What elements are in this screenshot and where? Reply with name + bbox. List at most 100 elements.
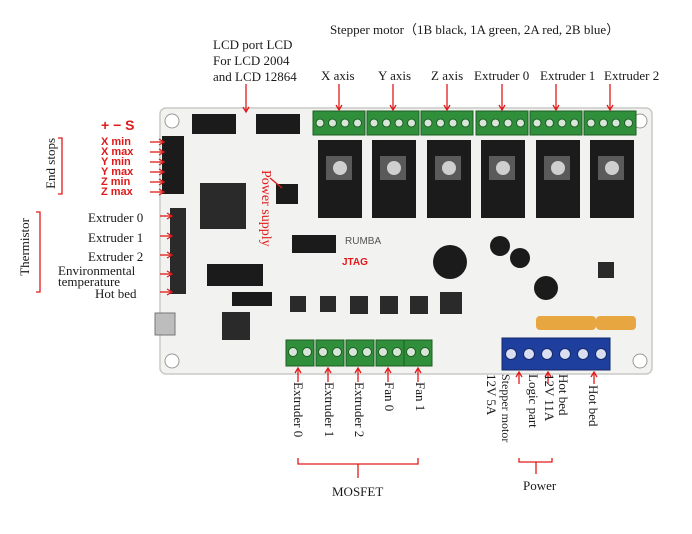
mosfet-terminal-3 <box>375 339 405 367</box>
stepper-terminals <box>312 110 637 136</box>
endstop-y-max: Y max <box>101 166 134 178</box>
stepper-arrow-3 <box>498 104 506 112</box>
stepper-arrow-2 <box>443 104 451 112</box>
stepper-axis-e0: Extruder 0 <box>474 68 530 83</box>
leader-lines <box>36 84 614 478</box>
power-arrow-0 <box>515 370 523 378</box>
thermistor-extruder-2: Extruder 2 <box>88 249 144 264</box>
mount-hole-tl <box>164 113 180 129</box>
mosfet-arrow-1 <box>324 366 332 374</box>
mosfet-5 <box>410 296 428 314</box>
rumba-label: RUMBA <box>345 236 382 247</box>
mosfet-terminal-2 <box>345 339 375 367</box>
pcb-board <box>159 107 653 375</box>
mosfet-1 <box>290 296 306 312</box>
thermistor-environmental: Environmental <box>58 263 136 278</box>
endstop-x-min: X min <box>101 136 131 148</box>
lcd-header-exp1 <box>192 114 236 134</box>
endstop-x-max: X max <box>101 146 134 158</box>
jtag-label: JTAG <box>342 257 368 268</box>
lcd-arrow <box>242 106 250 114</box>
usb-chip <box>222 312 250 340</box>
pin-header-label: + − S <box>101 117 135 133</box>
stepper-terminal-1 <box>366 110 420 136</box>
power-hot-bed-upper: Hot bed <box>556 374 571 416</box>
endstop-header <box>162 136 184 194</box>
thermistor-extruder-1: Extruder 1 <box>88 230 144 245</box>
mosfet-arrow-4 <box>414 366 422 374</box>
stepper-driver-5 <box>590 140 634 218</box>
stepper-terminal-0 <box>312 110 366 136</box>
mosfet-bracket <box>297 458 419 465</box>
thermistor-bracket <box>36 211 41 293</box>
power-supply-jumper <box>276 184 298 204</box>
thermistor-arrow-3 <box>166 270 174 278</box>
thermistor-header <box>170 208 186 294</box>
mosfet-terminal-4 <box>403 339 433 367</box>
mosfet-arrow-2 <box>354 366 362 374</box>
stepper-arrow-0 <box>335 104 343 112</box>
endstop-z-max: Z max <box>101 186 133 198</box>
fuse-2 <box>596 316 636 330</box>
mosfet-4 <box>380 296 398 314</box>
mosfet-2 <box>320 296 336 312</box>
stepper-axis-e2: Extruder 2 <box>604 68 660 83</box>
mosfet-6 <box>440 292 462 314</box>
mosfet-fan-1: Fan 1 <box>413 382 428 412</box>
mosfet-terminals <box>285 339 433 367</box>
mosfet-fan-0: Fan 0 <box>382 382 397 412</box>
endstop-arrow-5 <box>158 188 166 196</box>
voltage-regulator <box>598 262 614 278</box>
mosfet-arrow-0 <box>294 366 302 374</box>
fuse-1 <box>536 316 596 330</box>
end-stops-title: End stops <box>43 138 58 189</box>
mosfet-arrow-3 <box>384 366 392 374</box>
endstop-z-min: Z min <box>101 176 131 188</box>
power-terminals <box>501 337 611 371</box>
aux-header <box>232 292 272 306</box>
power-supply-leader <box>269 177 283 189</box>
inductor <box>433 245 467 279</box>
mosfet-extruder-0: Extruder 0 <box>291 382 306 438</box>
power-terminal-block <box>501 337 611 371</box>
power-stepper-motor: Stepper motor <box>499 374 513 443</box>
stepper-terminal-5 <box>583 110 637 136</box>
mount-hole-bl <box>164 353 180 369</box>
lcd-port-label-3: and LCD 12864 <box>213 69 297 84</box>
thermistor-extruder-0: Extruder 0 <box>88 210 144 225</box>
stepper-axis-z: Z axis <box>431 68 464 83</box>
usb-connector <box>154 312 176 336</box>
endstop-y-min: Y min <box>101 156 131 168</box>
lcd-port-label-2: For LCD 2004 <box>213 53 290 68</box>
endstop-arrow-1 <box>158 148 166 156</box>
endstop-bracket <box>58 137 63 195</box>
stepper-arrow-1 <box>389 104 397 112</box>
mosfet-terminal-0 <box>285 339 315 367</box>
stepper-axis-x: X axis <box>321 68 355 83</box>
mcu-chip <box>200 183 246 229</box>
stepper-driver-2 <box>427 140 471 218</box>
stepper-terminal-3 <box>475 110 529 136</box>
thermistor-title: Thermistor <box>17 218 32 276</box>
stepper-motor-title: Stepper motor（1B black, 1A green, 2A red… <box>330 22 620 37</box>
stepper-arrow-4 <box>552 104 560 112</box>
mount-hole-br <box>632 353 648 369</box>
power-hot-bed-right: Hot bed <box>586 385 601 427</box>
thermistor-arrow-1 <box>166 232 174 240</box>
lcd-port-label-1: LCD port LCD <box>213 37 293 52</box>
stepper-terminal-4 <box>529 110 583 136</box>
capacitor-2 <box>510 248 530 268</box>
power-12v-11a: 12V 11A <box>542 374 557 422</box>
endstop-arrow-4 <box>158 178 166 186</box>
jtag-header <box>292 235 336 253</box>
power-bracket <box>518 458 553 463</box>
exp3-header <box>207 264 263 286</box>
endstop-arrow-3 <box>158 168 166 176</box>
stepper-terminal-2 <box>420 110 474 136</box>
lcd-header-exp2 <box>256 114 300 134</box>
stepper-drivers <box>318 140 634 218</box>
power-arrow-1 <box>544 370 552 378</box>
endstop-arrow-2 <box>158 158 166 166</box>
